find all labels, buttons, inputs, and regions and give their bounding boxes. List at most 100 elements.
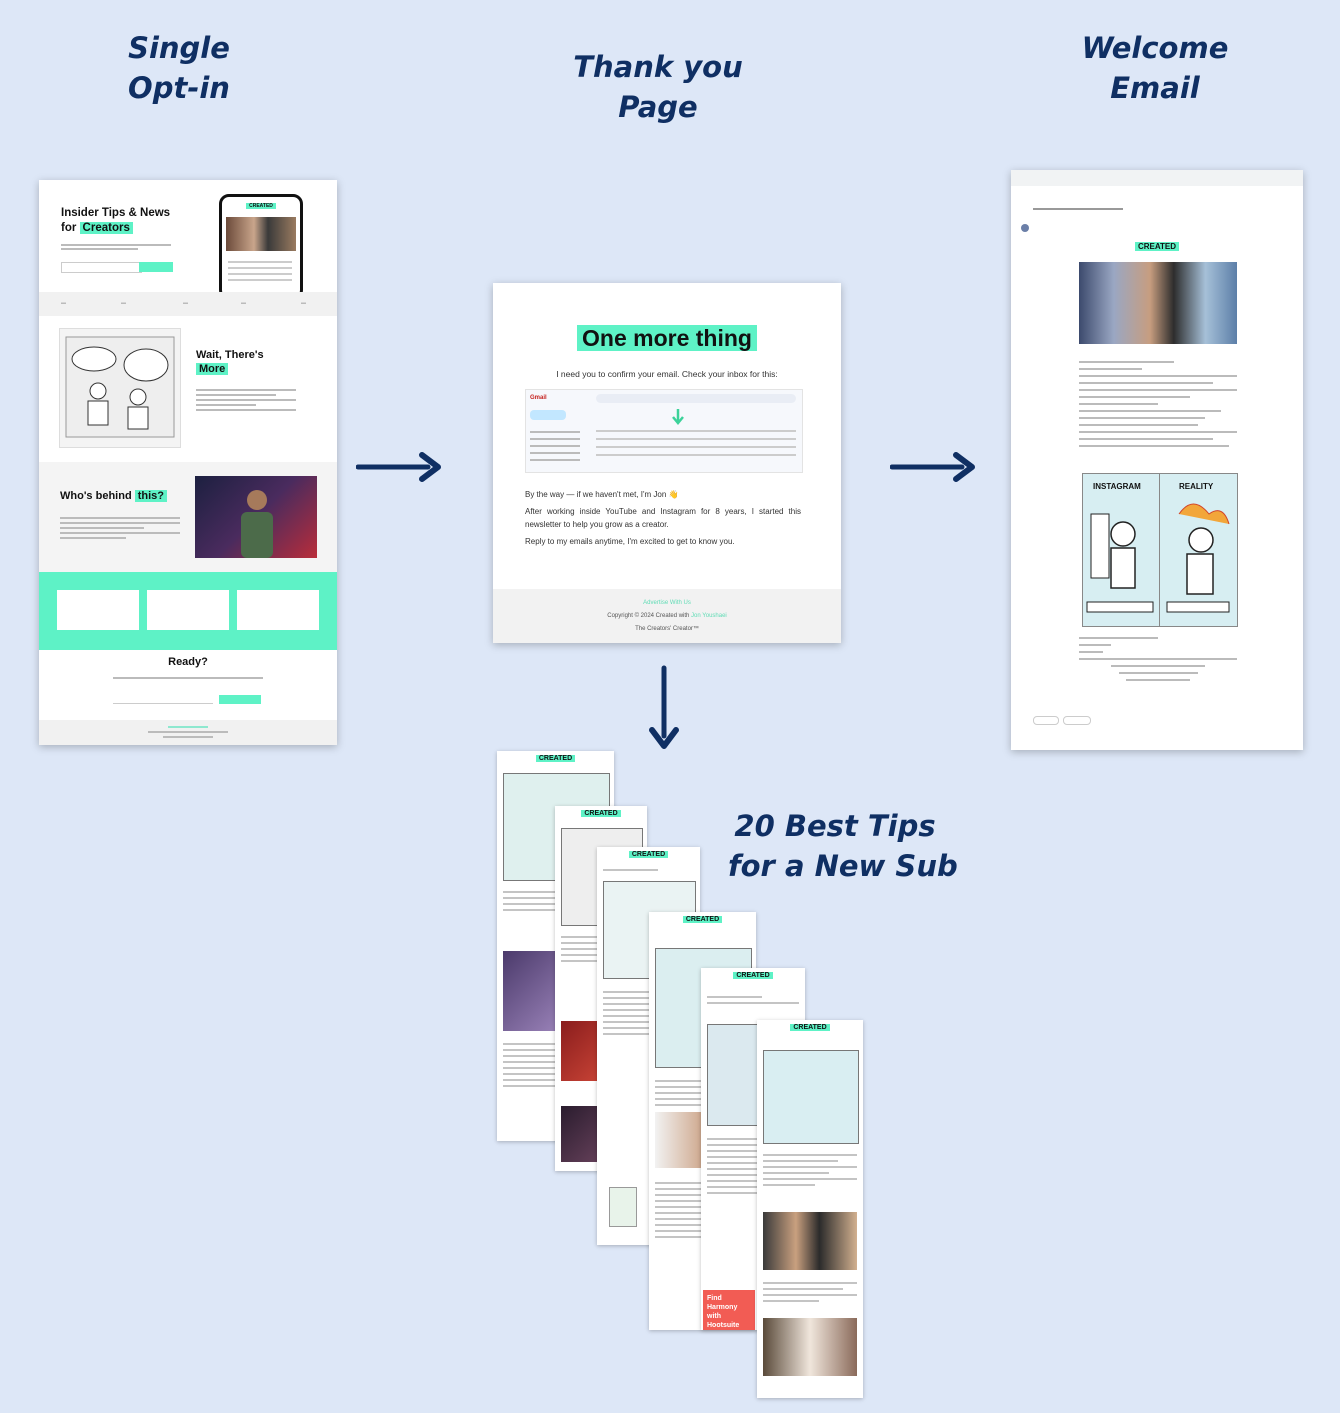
optin-who-text xyxy=(60,514,180,542)
sender-avatar xyxy=(1021,224,1029,232)
arrow-right-icon xyxy=(890,452,975,482)
thanks-title-text: One more thing xyxy=(577,325,757,351)
heading-welcome-email: Welcome Email xyxy=(1070,28,1240,108)
tip-email-page: CREATED xyxy=(757,1020,863,1398)
tip-text xyxy=(763,1150,857,1190)
testimonial-card xyxy=(237,590,319,630)
copyright-text: Copyright © 2024 Created with xyxy=(607,613,690,619)
arrow-right-icon xyxy=(356,452,441,482)
optin-wait-line: Wait, There's xyxy=(196,349,264,361)
optin-hero: Insider Tips & News for Creators CREATED xyxy=(39,180,337,300)
heading-line: Email xyxy=(1110,71,1200,105)
optin-who-label: Who's behind xyxy=(60,490,132,502)
advertise-link[interactable]: Advertise With Us xyxy=(643,600,691,606)
heading-line: Single xyxy=(128,31,230,65)
optin-ready-subtext xyxy=(39,677,337,679)
tip-brand-label: CREATED xyxy=(733,972,773,979)
email-brand-label: CREATED xyxy=(1134,242,1180,251)
tip-brand-label: CREATED xyxy=(790,1024,830,1031)
optin-testimonials xyxy=(39,572,337,650)
email-comic-image: INSTAGRAM REALITY xyxy=(1082,473,1238,627)
heading-20-best-tips: 20 Best Tips for a New Sub xyxy=(728,806,958,886)
optin-hero-highlight: Creators xyxy=(79,222,133,234)
tip-brand: CREATED xyxy=(757,1024,863,1031)
phone-text xyxy=(228,257,292,285)
gmail-compose-button xyxy=(530,410,566,420)
optin-hero-for: for xyxy=(61,222,77,234)
tip-brand-label: CREATED xyxy=(628,851,669,858)
testimonial-card xyxy=(57,590,139,630)
optin-hero-title-line: Insider Tips & News xyxy=(61,207,171,219)
optin-comic-image xyxy=(59,328,181,448)
gmail-toolbar xyxy=(1011,170,1303,186)
optin-ready-title: Ready? xyxy=(168,656,208,668)
optin-who-title: Who's behind this? xyxy=(60,490,168,502)
optin-hero-title: Insider Tips & News for Creators xyxy=(61,206,170,236)
phone-brand: CREATED xyxy=(222,203,300,209)
tip-brand: CREATED xyxy=(649,916,756,923)
optin-ready-subscribe-button[interactable] xyxy=(219,695,261,704)
phone-mockup: CREATED xyxy=(219,194,303,300)
phone-photo xyxy=(226,217,296,251)
thanks-footer: Advertise With Us Copyright © 2024 Creat… xyxy=(493,589,841,643)
thanks-title: One more thing xyxy=(493,325,841,352)
arrow-down-icon xyxy=(649,665,679,749)
tip-brand-label: CREATED xyxy=(682,916,723,923)
hootsuite-ad[interactable]: Find Harmony with Hootsuite xyxy=(703,1290,755,1330)
comic-label-instagram: INSTAGRAM xyxy=(1093,482,1141,491)
forward-button[interactable] xyxy=(1063,716,1091,725)
tip-photo xyxy=(609,1187,637,1227)
heading-line: Thank you xyxy=(573,50,743,84)
optin-page-screenshot: Insider Tips & News for Creators CREATED… xyxy=(39,180,337,745)
email-brand: CREATED xyxy=(1011,242,1303,251)
heading-line: for a New Sub xyxy=(728,849,958,883)
tip-brand: CREATED xyxy=(555,810,647,817)
heading-line: Page xyxy=(618,90,698,124)
welcome-email-screenshot: CREATED INSTAGRAM REALITY xyxy=(1011,170,1303,750)
tip-brand-label: CREATED xyxy=(581,810,621,817)
tip-text xyxy=(707,1134,799,1198)
heading-line: 20 Best Tips xyxy=(734,809,936,843)
tip-text xyxy=(707,992,799,1008)
tip-photo xyxy=(763,1318,857,1376)
gmail-inbox-screenshot: Gmail xyxy=(525,389,803,473)
gmail-email-rows xyxy=(596,424,796,462)
gmail-logo: Gmail xyxy=(530,395,547,401)
tip-text xyxy=(603,987,694,1039)
email-hero-photo xyxy=(1079,262,1237,344)
email-signoff-text xyxy=(1079,632,1237,686)
optin-who-highlight: this? xyxy=(134,490,168,502)
reply-button[interactable] xyxy=(1033,716,1059,725)
optin-wait-line: More xyxy=(196,362,264,376)
green-arrow-icon xyxy=(672,409,684,425)
optin-wait-text xyxy=(196,386,296,414)
tip-text xyxy=(603,865,694,875)
gmail-search-bar xyxy=(596,394,796,403)
thanks-confirm-text: I need you to confirm your email. Check … xyxy=(556,369,778,379)
heading-line: Welcome xyxy=(1081,31,1229,65)
heading-single-optin: Single Opt-in xyxy=(108,28,250,108)
tip-comic-image xyxy=(763,1050,859,1144)
testimonial-card xyxy=(147,590,229,630)
comic-label-reality: REALITY xyxy=(1179,482,1214,491)
copyright-line: Copyright © 2024 Created with Jon Yousha… xyxy=(493,610,841,623)
optin-email-field[interactable] xyxy=(61,262,142,273)
optin-logo-strip: ▬▬▬▬▬ xyxy=(39,292,337,316)
gmail-nav xyxy=(530,426,580,466)
phone-brand-label: CREATED xyxy=(246,203,276,209)
tip-brand: CREATED xyxy=(701,972,805,979)
thanks-by-the-way: By the way — if we haven't met, I'm Jon … xyxy=(525,490,679,499)
optin-footer xyxy=(39,720,337,745)
heading-line: Opt-in xyxy=(128,71,230,105)
tip-brand-label: CREATED xyxy=(535,755,576,762)
thanks-story: After working inside YouTube and Instagr… xyxy=(525,507,801,529)
optin-wait-highlight: More xyxy=(196,363,229,375)
thank-you-page-screenshot: One more thing I need you to confirm you… xyxy=(493,283,841,643)
optin-subscribe-button[interactable] xyxy=(139,262,173,272)
author-link[interactable]: Jon Youshaei xyxy=(691,613,727,619)
email-subject-placeholder xyxy=(1033,208,1123,210)
tip-text xyxy=(763,1278,857,1306)
optin-ready-email-field[interactable] xyxy=(113,696,213,704)
tip-photo xyxy=(763,1212,857,1270)
thanks-reply: Reply to my emails anytime, I'm excited … xyxy=(525,537,735,546)
